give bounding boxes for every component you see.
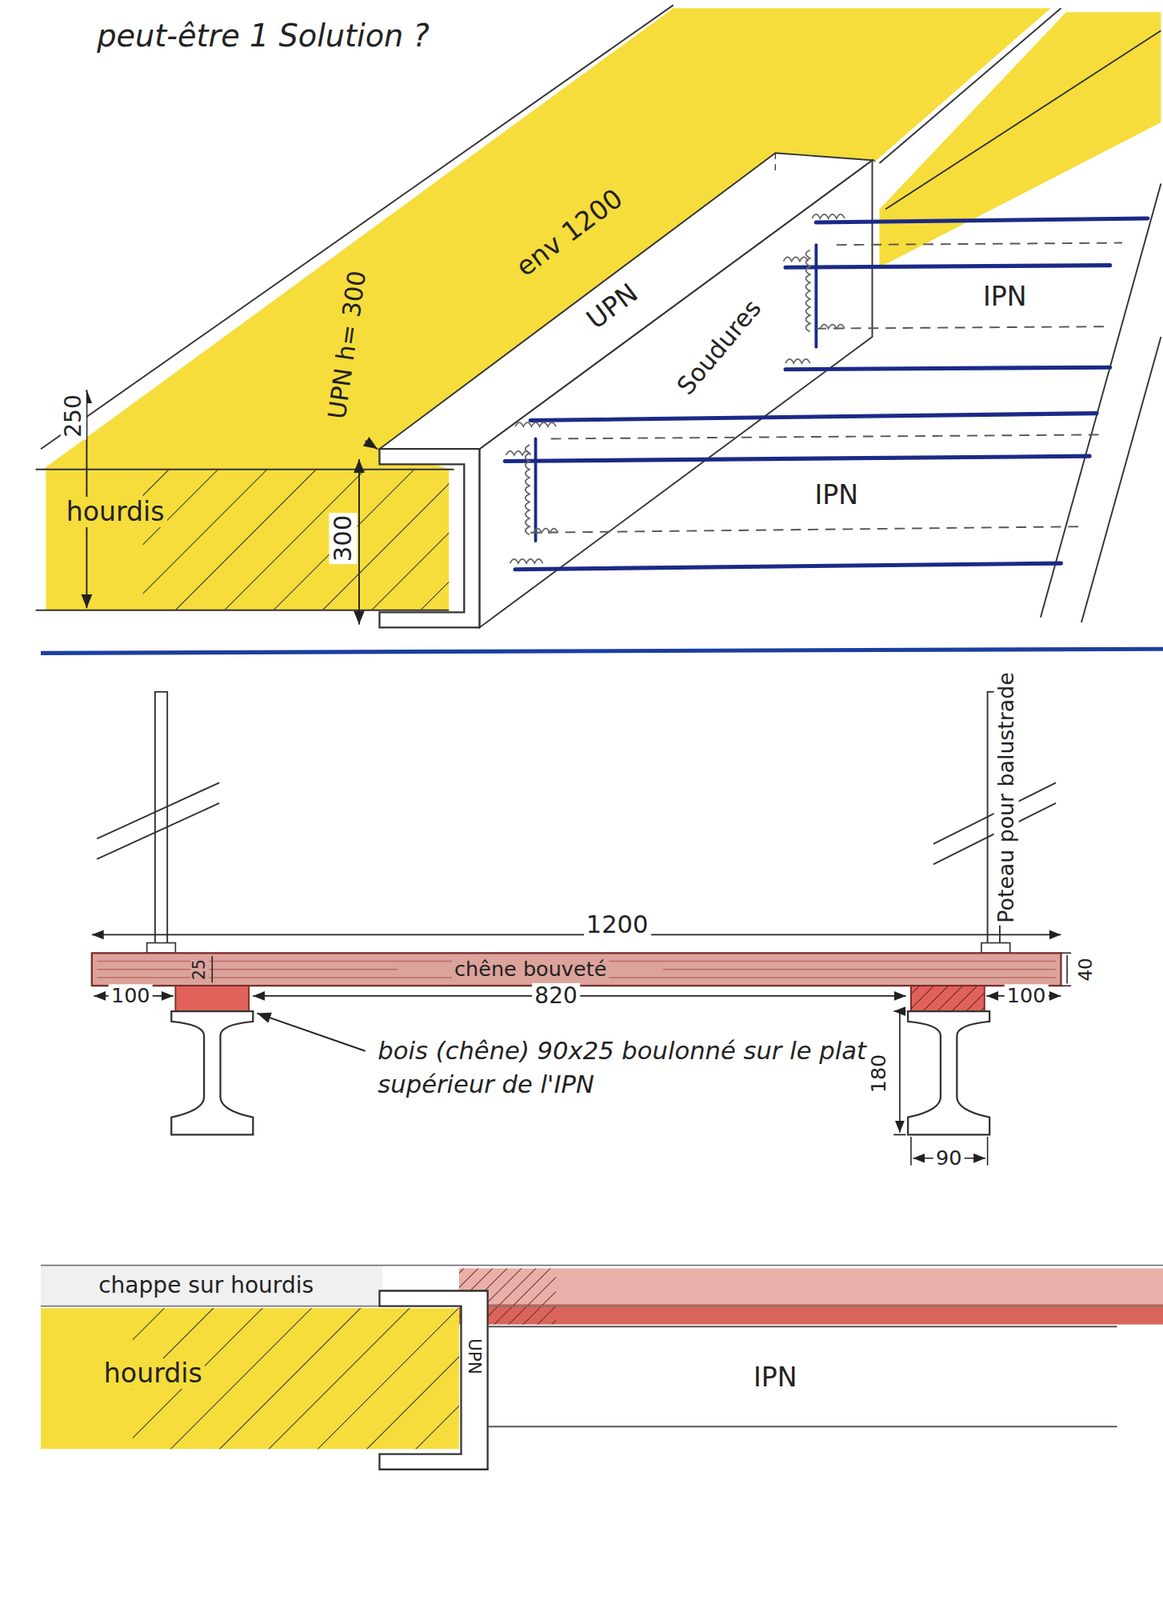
part-name: IPN: [751, 1362, 800, 1393]
slab-label: hourdis: [81, 1352, 225, 1394]
callout-note: bois (chêne) 90x25 boulonné sur le plat …: [375, 1034, 891, 1101]
dimension: 1200: [583, 910, 652, 939]
channel-label: UPN: [438, 1341, 510, 1371]
dimension: 25: [190, 956, 209, 983]
part-name: UPN: [579, 275, 646, 337]
post-note: Poteau pour balustrade: [993, 670, 1019, 926]
part-name: UPN: [464, 1334, 485, 1376]
dimension: 90: [933, 1146, 964, 1170]
dimension: 40: [1075, 955, 1096, 984]
dimension-note: env 1200: [508, 181, 631, 284]
beam-label: IPN: [785, 475, 888, 514]
dimension: 250: [60, 392, 87, 441]
screed-label: chappe sur hourdis: [43, 1266, 370, 1305]
dimension: 180: [867, 1051, 892, 1096]
part-name: chêne bouveté: [451, 957, 609, 981]
dimension-note: UPN h= 300: [322, 266, 372, 424]
dimension: 300: [328, 512, 357, 564]
part-name: IPN: [980, 281, 1030, 312]
dimension: 100: [108, 983, 153, 1008]
slab-label: hourdis: [48, 491, 182, 533]
beam-label: IPN: [724, 1356, 828, 1398]
dimension: 100: [1004, 983, 1049, 1008]
plank-label: chêne bouveté: [397, 952, 664, 986]
beam-label: IPN: [954, 277, 1057, 316]
sheet-title: peut-être 1 Solution ?: [96, 18, 430, 54]
part-name: chappe sur hourdis: [95, 1272, 316, 1299]
part-name: IPN: [812, 479, 862, 511]
part-name: hourdis: [101, 1358, 205, 1389]
dimension: 820: [531, 983, 580, 1009]
part-name: hourdis: [63, 496, 168, 528]
channel-label: UPN: [555, 285, 668, 327]
weld-note: Soudures: [670, 291, 769, 402]
